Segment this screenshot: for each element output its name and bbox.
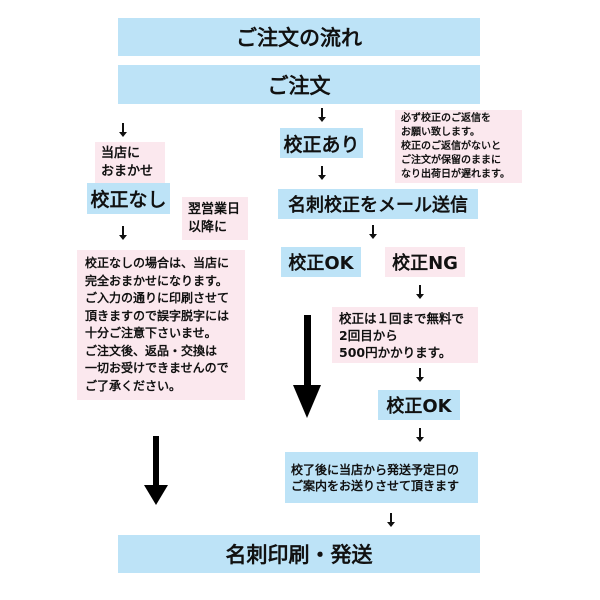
- arrow-down-icon: [317, 166, 327, 180]
- with-proof-step: 校正あり: [280, 128, 363, 158]
- send-proof-email-step: 名刺校正をメール送信: [278, 189, 478, 219]
- omakase-note: 当店に おまかせ: [95, 142, 165, 183]
- proof-ng-step: 校正NG: [385, 247, 465, 277]
- shipping-schedule-note: 校了後に当店から発送予定日の ご案内をお送りさせて頂きます: [285, 452, 478, 503]
- no-proof-step: 校正なし: [87, 183, 170, 214]
- arrow-down-icon: [118, 226, 128, 240]
- arrow-down-icon: [415, 285, 425, 299]
- proof-ok-label-2: 校正OK: [386, 396, 452, 417]
- arrow-down-icon: [415, 428, 425, 442]
- arrow-down-icon: [415, 368, 425, 382]
- order-label: ご注文: [267, 73, 331, 98]
- proof-ok-step: 校正OK: [281, 247, 361, 277]
- send-proof-email-label: 名刺校正をメール送信: [288, 195, 468, 216]
- arrow-down-icon: [317, 108, 327, 122]
- with-proof-label: 校正あり: [283, 133, 360, 156]
- print-and-ship-label: 名刺印刷・発送: [225, 543, 373, 567]
- reply-required-note: 必ず校正のご返信を お願い致します。 校正のご返信がないと ご注文が保留のままに…: [395, 110, 522, 183]
- big-arrow-down-icon: [293, 315, 322, 419]
- no-proof-label: 校正なし: [90, 189, 167, 211]
- proof-fee-note: 校正は１回まで無料で 2回目から 500円かかります。: [332, 307, 478, 363]
- arrow-down-icon: [118, 123, 128, 137]
- no-proof-disclaimer: 校正なしの場合は、当店に 完全おまかせになります。 ご入力の通りに印刷させて 頂…: [77, 250, 245, 400]
- proof-ng-label: 校正NG: [392, 253, 458, 274]
- flow-title: ご注文の流れ: [236, 26, 362, 50]
- proof-ok-step-2: 校正OK: [378, 390, 460, 420]
- proof-ok-label: 校正OK: [288, 253, 354, 274]
- arrow-down-icon: [368, 225, 378, 239]
- next-business-day-note: 翌営業日 以降に: [182, 197, 248, 240]
- arrow-down-icon: [386, 513, 396, 527]
- print-and-ship-step: 名刺印刷・発送: [118, 535, 480, 573]
- order-step: ご注文: [118, 65, 480, 104]
- flow-title-bar: ご注文の流れ: [118, 18, 480, 56]
- big-arrow-down-icon: [144, 436, 169, 506]
